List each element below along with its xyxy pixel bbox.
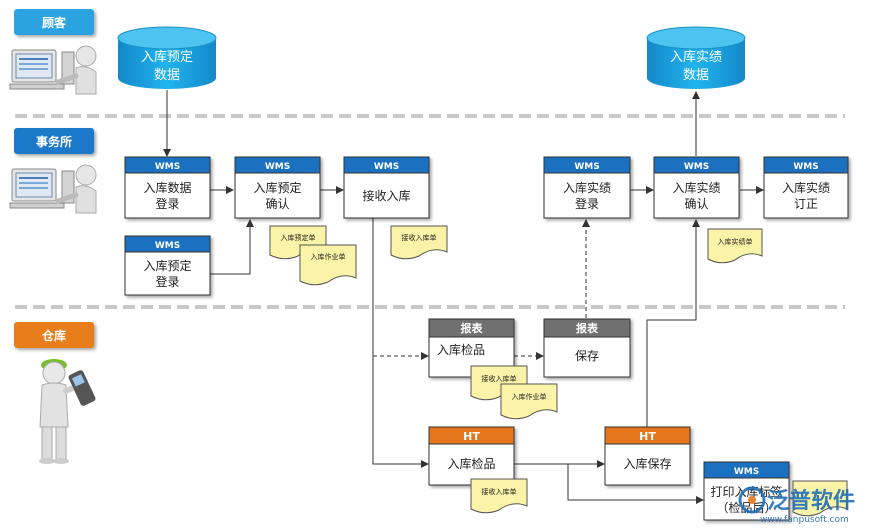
warehouse-worker-icon: [39, 359, 96, 464]
database-planned-receipt: 入库预定 数据: [117, 26, 217, 89]
box-header: 报表: [461, 321, 484, 335]
report-save[interactable]: [543, 318, 631, 378]
box-line: 入库实绩: [782, 180, 830, 195]
box-actual-receipt-confirm[interactable]: [653, 156, 740, 219]
box-line: 入库预定: [143, 258, 191, 273]
database-actual-receipt: 入库实绩 数据: [646, 26, 746, 89]
doc-receive-slip-3: 接收入库单: [470, 478, 528, 514]
box-actual-receipt-correct[interactable]: [763, 156, 849, 219]
box-line: 入库预定: [253, 180, 301, 195]
box-line: 确认: [265, 197, 289, 211]
box-line: 登录: [155, 274, 179, 289]
doc-receipt-work-slip-2: 入库作业单: [500, 383, 558, 420]
watermark-url: www.fanpusoft.com: [760, 515, 849, 525]
ht-inbound-save[interactable]: [604, 426, 691, 486]
brand-logo-icon: [738, 486, 766, 514]
person-computer-icon: [9, 164, 97, 214]
db-line-1: 入库实绩: [670, 49, 722, 65]
box-header: WMS: [793, 162, 818, 172]
box-planned-receipt-register[interactable]: [124, 235, 211, 296]
box-header: WMS: [684, 162, 709, 172]
box-line: 入库检品: [437, 342, 485, 357]
box-header: WMS: [574, 162, 599, 172]
box-line: 订正: [794, 197, 818, 211]
box-header: WMS: [374, 162, 399, 172]
box-line: 入库保存: [623, 456, 671, 471]
lane-label: 事务所: [36, 134, 72, 149]
box-line: 入库数据: [143, 180, 191, 195]
doc-label: 入库实绩单: [718, 237, 753, 246]
db-line-1: 入库预定: [141, 49, 193, 65]
box-header: WMS: [155, 162, 180, 172]
doc-receipt-work-slip: 入库作业单: [299, 244, 357, 286]
box-header: WMS: [734, 467, 759, 477]
doc-blank-note: [792, 480, 848, 517]
box-header: HT: [463, 430, 480, 443]
db-line-2: 数据: [683, 68, 709, 83]
brand-watermark: 泛普软件 www.fanpusoft.com: [738, 486, 855, 525]
doc-label: 入库作业单: [512, 392, 547, 401]
lane-tag-office: 事务所: [14, 128, 94, 154]
box-line: （检品后）: [716, 500, 776, 515]
db-line-2: 数据: [154, 68, 180, 83]
doc-label: 接收入库单: [482, 487, 517, 496]
lane-label: 顾客: [42, 15, 67, 30]
lane-label: 仓库: [41, 328, 66, 343]
box-line: 接收入库: [362, 188, 410, 203]
box-line: 登录: [575, 196, 599, 211]
box-receipt-data-register[interactable]: [124, 156, 211, 219]
box-planned-receipt-confirm[interactable]: [234, 156, 321, 219]
box-line: 入库实绩: [563, 180, 611, 195]
doc-label: 入库预定单: [281, 233, 316, 242]
doc-label: 入库作业单: [311, 252, 346, 261]
connectors: [163, 90, 764, 504]
doc-label: 接收入库单: [482, 374, 517, 383]
watermark-text: 泛普软件: [767, 488, 855, 514]
box-header: WMS: [155, 241, 180, 251]
box-header: HT: [639, 430, 656, 443]
box-receive-inbound[interactable]: [343, 156, 430, 219]
box-line: 确认: [684, 197, 708, 211]
doc-receive-slip-1: 接收入库单: [390, 225, 448, 260]
box-line: 登录: [155, 196, 179, 211]
box-line: 保存: [575, 349, 599, 363]
box-actual-receipt-register[interactable]: [543, 156, 631, 219]
lane-tag-customer: 顾客: [14, 9, 94, 35]
ht-inbound-inspection[interactable]: [428, 426, 515, 486]
box-line: 入库实绩: [672, 180, 720, 195]
person-computer-icon: [9, 45, 97, 95]
box-header: WMS: [265, 162, 290, 172]
lane-tag-warehouse: 仓库: [14, 322, 94, 348]
doc-label: 接收入库单: [402, 233, 437, 242]
box-header: 报表: [576, 321, 599, 335]
box-line: 入库检品: [447, 456, 495, 471]
doc-actual-receipt-slip: 入库实绩单: [707, 228, 763, 264]
